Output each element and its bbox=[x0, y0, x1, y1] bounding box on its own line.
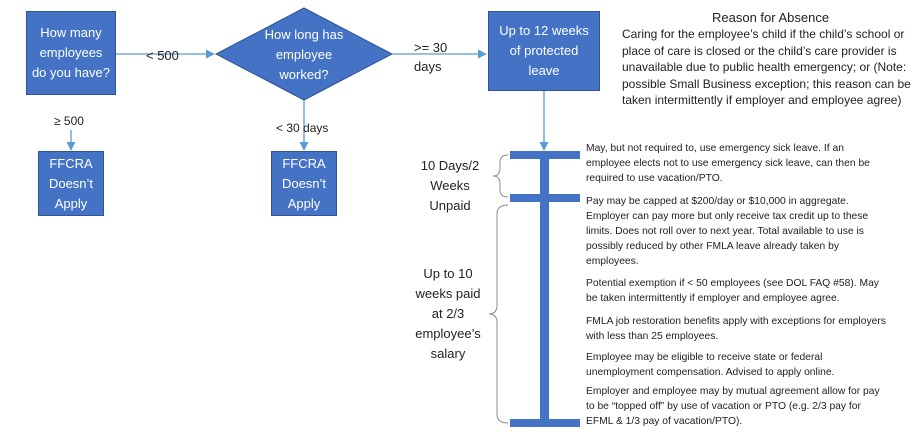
note-fmla-restoration: FMLA job restoration benefits apply with… bbox=[586, 316, 886, 342]
reason-text: Caring for the employee’s child if the c… bbox=[622, 27, 911, 108]
period-unpaid-label: 10 Days/2 Weeks Unpaid bbox=[420, 158, 480, 213]
brace-paid bbox=[488, 204, 509, 424]
employees-count-box: How many employees do you have? bbox=[26, 11, 116, 95]
edge-label-gte500: ≥ 500 bbox=[54, 114, 84, 128]
timeline-vertical bbox=[540, 151, 549, 427]
ffcra-not-apply-box-b: FFCRA Doesn’t Apply bbox=[271, 151, 337, 216]
note-unemployment: Employee may be eligible to receive stat… bbox=[586, 352, 835, 378]
worked-duration-diamond-label: How long has employee worked? bbox=[250, 26, 358, 84]
period-paid-label: Up to 10 weeks paid at 2/3 employee’s sa… bbox=[415, 266, 481, 361]
reason-title: Reason for Absence bbox=[712, 10, 830, 25]
ffcra-not-apply-text-a: FFCRA Doesn’t Apply bbox=[48, 155, 94, 211]
brace-unpaid bbox=[492, 154, 509, 198]
ffcra-not-apply-box-a: FFCRA Doesn’t Apply bbox=[38, 151, 104, 216]
note-small-business-exemption: Potential exemption if < 50 employees (s… bbox=[586, 278, 879, 304]
employees-count-text: How many employees do you have? bbox=[31, 25, 111, 80]
edge-label-lt500: < 500 bbox=[146, 48, 179, 63]
protected-leave-text: Up to 12 weeks of protected leave bbox=[499, 23, 589, 78]
edge-label-lt30: < 30 days bbox=[276, 121, 329, 135]
note-sick-leave: May, but not required to, use emergency … bbox=[586, 143, 870, 184]
edge-label-gte30: >= 30 days bbox=[414, 40, 448, 74]
ffcra-not-apply-text-b: FFCRA Doesn’t Apply bbox=[281, 155, 327, 211]
worked-duration-text: How long has employee worked? bbox=[264, 27, 344, 82]
note-pay-cap: Pay may be capped at $200/day or $10,000… bbox=[586, 196, 869, 267]
note-topped-off: Employer and employee may by mutual agre… bbox=[586, 386, 880, 427]
protected-leave-box: Up to 12 weeks of protected leave bbox=[488, 11, 600, 91]
